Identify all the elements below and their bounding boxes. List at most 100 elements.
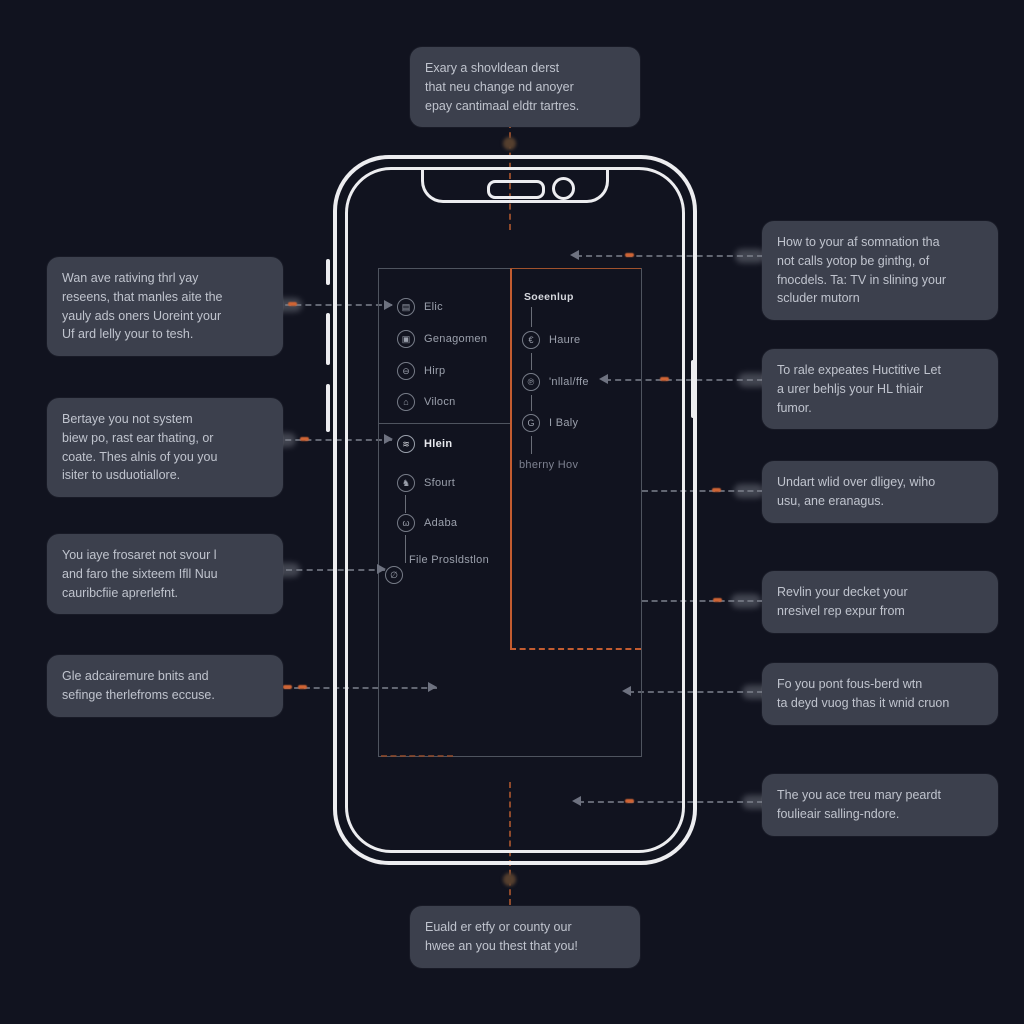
speaker-icon (487, 180, 545, 199)
menu-item-hirp[interactable]: ⊖ Hirp (397, 361, 445, 381)
adaba-icon: ω (397, 514, 415, 532)
hlein-icon: ≋ (397, 435, 415, 453)
menu-item-haure[interactable]: € Haure (522, 330, 580, 350)
vilocn-icon: ⌂ (397, 393, 415, 411)
callout-right-1: How to your af somnation tha not calls y… (762, 221, 998, 320)
connector-top-line (509, 122, 511, 230)
callout-right-5: Fo you pont fous-berd wtn ta deyd vuog t… (762, 663, 998, 725)
volume-up-button[interactable] (326, 313, 330, 365)
connector-left-1 (255, 304, 392, 306)
flow-line (531, 395, 532, 411)
menu-item-hlein[interactable]: ≋ Hlein (397, 434, 452, 454)
menu-item-label: Sfourt (424, 477, 456, 489)
mute-switch[interactable] (326, 259, 330, 285)
menu-item-file-production[interactable]: ∅ (385, 565, 403, 585)
menu-item-label: File Prosldstlon (409, 554, 489, 566)
connector-right-1-blob (735, 249, 765, 263)
menu-item-adaba[interactable]: ω Adaba (397, 513, 457, 533)
nllalffe-icon: ℗ (522, 373, 540, 391)
flow-line (531, 436, 532, 454)
genagomen-icon: ▣ (397, 330, 415, 348)
connector-right-5-arrow (622, 686, 631, 696)
connector-left-2-arrow (384, 434, 393, 444)
connector-left-1-accent (288, 302, 297, 306)
menu-item-label: I Baly (549, 417, 579, 429)
callout-left-4: Gle adcairemure bnits and sefinge therle… (47, 655, 283, 717)
menu-item-sfourt[interactable]: ♞ Sfourt (397, 473, 455, 493)
right-column-header: Soeenlup (524, 291, 574, 303)
menu-item-label: Hirp (424, 365, 446, 377)
connector-right-1 (576, 255, 763, 257)
right-column-footer: bherny Hov (519, 459, 579, 471)
panel-bottom-accent (381, 755, 453, 757)
haure-icon: € (522, 331, 540, 349)
panel-top-accent (510, 268, 641, 269)
camera-icon (552, 177, 575, 200)
volume-down-button[interactable] (326, 384, 330, 432)
connector-right-3-accent (712, 488, 721, 492)
menu-item-label: Genagomen (424, 333, 488, 345)
connector-left-1-arrow (384, 300, 393, 310)
phone-notch (421, 167, 609, 203)
connector-right-2-blob (738, 373, 768, 387)
connector-right-2-accent (660, 377, 669, 381)
callout-top: Exary a shovldean derst that neu change … (410, 47, 640, 128)
menu-item-elic[interactable]: ▤ Elic (397, 297, 443, 317)
connector-right-3 (642, 490, 763, 492)
menu-item-label: Hlein (424, 438, 453, 450)
callout-right-4: Revlin your decket your nresivel rep exp… (762, 571, 998, 633)
connector-right-6-accent (625, 799, 634, 803)
sfourt-icon: ♞ (397, 474, 415, 492)
panel-divider-horizontal (379, 423, 510, 424)
connector-bottom-dot (503, 873, 516, 886)
flow-line (531, 307, 532, 327)
connector-left-4-accent (283, 685, 292, 689)
screen-panel: ▤ Elic ▣ Genagomen ⊖ Hirp ⌂ Vilocn ≋ Hle… (378, 268, 642, 757)
file-production-icon: ∅ (385, 566, 403, 584)
elic-icon: ▤ (397, 298, 415, 316)
connector-right-1-accent (625, 253, 634, 257)
connector-left-3 (255, 569, 385, 571)
phone-outer-frame (333, 155, 697, 865)
connector-left-4-accent2 (298, 685, 307, 689)
menu-item-genagomen[interactable]: ▣ Genagomen (397, 329, 487, 349)
connector-left-3-arrow (377, 564, 386, 574)
connector-left-4-arrow (428, 682, 437, 692)
menu-item-label: Elic (424, 301, 443, 313)
menu-item-nllalffe[interactable]: ℗ 'nllal/ffe (522, 372, 589, 392)
menu-item-label: Haure (549, 334, 581, 346)
connector-right-6 (578, 801, 763, 803)
power-button[interactable] (691, 360, 695, 418)
connector-right-4 (642, 600, 763, 602)
menu-stub-line (405, 535, 406, 563)
connector-top-dot (503, 137, 516, 150)
callout-left-2: Bertaye you not system biew po, rast ear… (47, 398, 283, 497)
callout-left-1: Wan ave rativing thrl yay reseens, that … (47, 257, 283, 356)
connector-right-3-blob (734, 484, 764, 498)
connector-right-4-blob (731, 594, 761, 608)
hirp-icon: ⊖ (397, 362, 415, 380)
callout-bottom: Euald er etfy or county our hwee an you … (410, 906, 640, 968)
connector-bottom-line (509, 782, 511, 905)
menu-item-label: Vilocn (424, 396, 456, 408)
panel-divider-dashed (510, 648, 641, 650)
connector-right-2-arrow (599, 374, 608, 384)
phone-screen-frame (345, 167, 685, 853)
menu-item-label: Adaba (424, 517, 458, 529)
panel-divider-vertical (510, 269, 512, 649)
menu-item-label: 'nllal/ffe (549, 376, 589, 388)
callout-right-6: The you ace treu mary peardt foulieair s… (762, 774, 998, 836)
connector-left-2 (255, 439, 392, 441)
flow-line (531, 353, 532, 370)
menu-item-vilocn[interactable]: ⌂ Vilocn (397, 392, 456, 412)
callout-right-3: Undart wlid over dligey, wiho usu, ane e… (762, 461, 998, 523)
connector-right-6-arrow (572, 796, 581, 806)
connector-right-4-accent (713, 598, 722, 602)
callout-left-3: You iaye frosaret not svour l and faro t… (47, 534, 283, 615)
connector-left-2-accent (300, 437, 309, 441)
baly-icon: G (522, 414, 540, 432)
callout-right-2: To rale expeates Huctitive Let a urer be… (762, 349, 998, 430)
connector-right-1-arrow (570, 250, 579, 260)
menu-item-baly[interactable]: G I Baly (522, 413, 578, 433)
